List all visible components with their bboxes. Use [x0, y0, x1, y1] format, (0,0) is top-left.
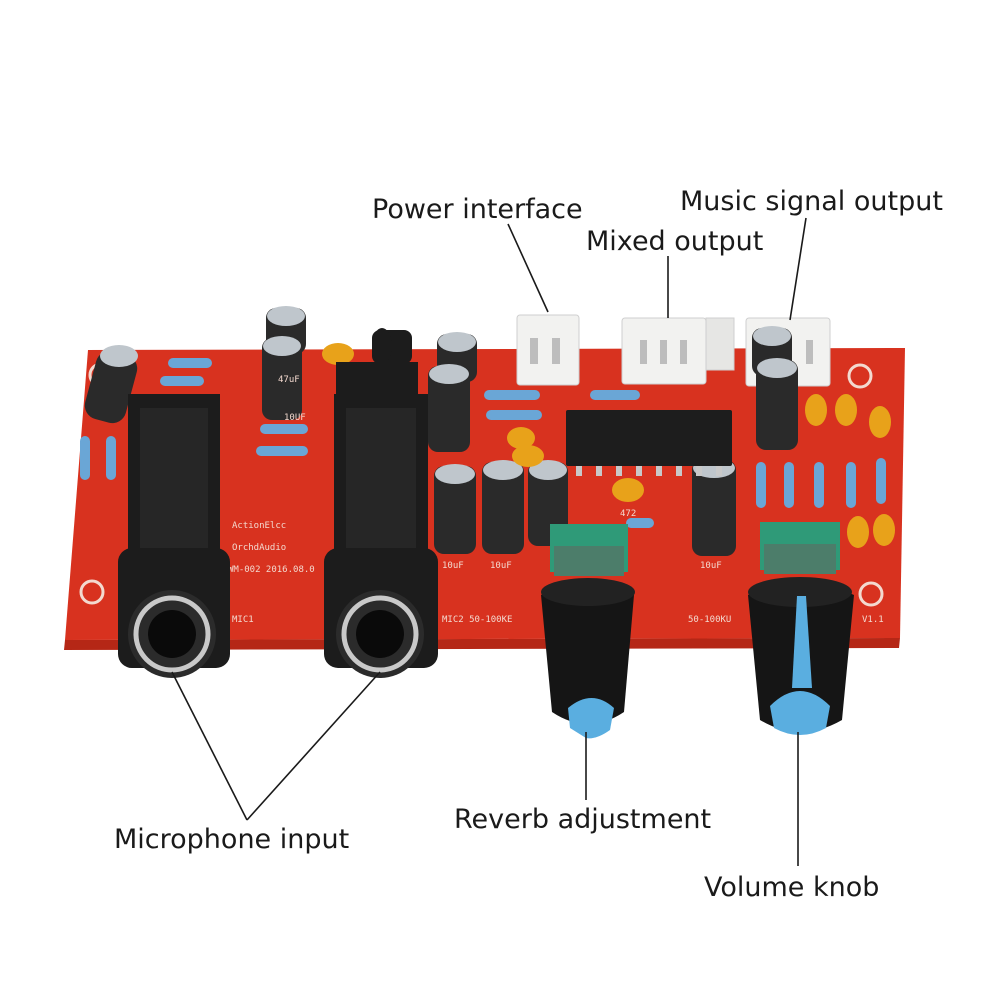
ceramic-capacitor	[322, 343, 354, 365]
capacitor	[482, 460, 524, 554]
ceramic-capacitor	[873, 514, 895, 546]
leader-music	[789, 217, 807, 321]
ceramic-capacitor	[612, 478, 644, 502]
mount-hole	[858, 581, 884, 607]
resistor	[590, 390, 640, 400]
resistor	[256, 446, 308, 456]
microphone-jack-2	[324, 362, 438, 678]
capacitor	[262, 336, 302, 420]
ceramic-capacitor	[847, 516, 869, 548]
resistor	[106, 436, 116, 480]
ceramic-capacitor	[869, 406, 891, 438]
silk-cap3: 10UF	[284, 413, 306, 423]
capacitor	[434, 464, 476, 554]
resistor	[484, 390, 540, 400]
resistor	[260, 424, 308, 434]
microphone-jack-1	[118, 394, 230, 678]
ceramic-capacitor	[507, 427, 535, 449]
electrolytic-capacitors	[84, 306, 798, 556]
leader-power	[507, 223, 549, 313]
silk-mic1: MIC1	[232, 615, 254, 625]
transistor	[372, 328, 412, 364]
resistor	[486, 410, 542, 420]
ceramic-capacitors	[322, 343, 895, 548]
callout-music-signal-output: Music signal output	[680, 186, 943, 217]
pcb-edge	[64, 638, 900, 650]
silk-cap2: 10uF	[490, 561, 512, 571]
resistor	[846, 462, 856, 508]
volume-potentiometer	[748, 522, 854, 735]
callout-microphone-input: Microphone input	[114, 824, 350, 855]
silk-ic-mark: 472	[620, 509, 636, 519]
capacitor	[428, 364, 470, 452]
callout-power-interface: Power interface	[372, 194, 583, 225]
silk-pot2: 50-100KU	[688, 615, 731, 625]
resistor	[626, 518, 654, 528]
callout-mixed-output: Mixed output	[586, 226, 764, 257]
callout-reverb-adjustment: Reverb adjustment	[454, 804, 712, 835]
callout-volume-knob: Volume knob	[704, 872, 880, 903]
silk-version: V1.1	[862, 615, 884, 625]
capacitor	[756, 358, 798, 450]
resistors	[80, 358, 886, 528]
mount-hole	[79, 579, 105, 605]
reverb-potentiometer	[541, 524, 635, 739]
silk-cap4: 10uF	[700, 561, 722, 571]
silkscreen: ActionElcc OrchdAudio WM-002 2016.08.0 M…	[228, 375, 884, 625]
ceramic-capacitor	[805, 394, 827, 426]
leader-lines	[171, 217, 807, 866]
leader-mic-1	[171, 671, 248, 821]
power-connector	[516, 314, 580, 386]
resistor	[160, 376, 204, 386]
silk-brand1: ActionElcc	[232, 521, 286, 531]
resistor	[814, 462, 824, 508]
ic-chip	[566, 410, 732, 476]
mixed-output-connector	[621, 317, 735, 385]
ceramic-capacitor	[835, 394, 857, 426]
capacitor	[84, 345, 138, 424]
leader-mic-2	[246, 671, 381, 821]
silk-brand2: OrchdAudio	[232, 543, 286, 553]
silk-model: WM-002 2016.08.0	[228, 565, 315, 575]
resistor	[876, 458, 886, 504]
ceramic-capacitor	[512, 445, 544, 467]
resistor	[784, 462, 794, 508]
silk-mic2: MIC2 50-100KE	[442, 615, 512, 625]
resistor	[168, 358, 212, 368]
resistor	[756, 462, 766, 508]
resistor	[80, 436, 90, 480]
silk-cap5: 47uF	[278, 375, 300, 385]
silk-cap1: 10uF	[442, 561, 464, 571]
mount-hole	[847, 363, 873, 389]
